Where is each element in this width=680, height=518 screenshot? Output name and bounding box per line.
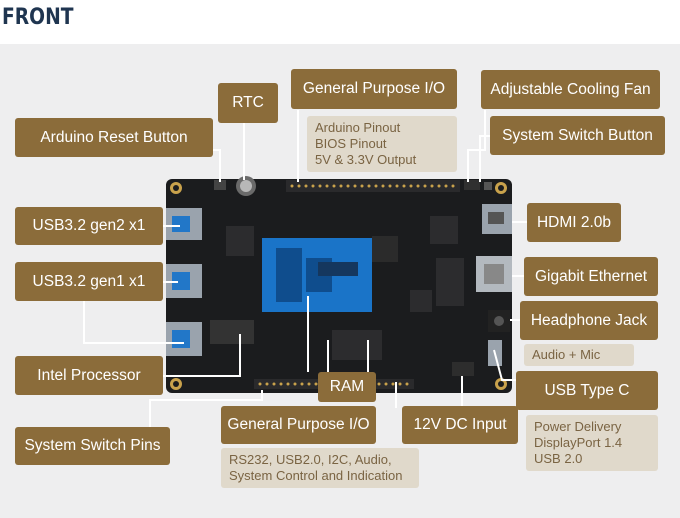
label-gigabit-ethernet: Gigabit Ethernet: [524, 257, 658, 296]
label-arduino-reset: Arduino Reset Button: [15, 118, 213, 157]
note-gpio-bottom-line: System Control and Indication: [229, 468, 403, 483]
label-intel-processor: Intel Processor: [15, 356, 163, 395]
switch-button-leader: [479, 135, 490, 182]
label-system-switch-button: System Switch Button: [490, 116, 665, 155]
note-usb-type-c: Power Delivery DisplayPort 1.4 USB 2.0: [526, 415, 658, 471]
fan-leader: [467, 110, 486, 182]
page-title: FRONT: [2, 5, 74, 30]
label-dc-input: 12V DC Input: [402, 406, 518, 444]
label-system-switch-pins: System Switch Pins: [15, 427, 170, 465]
label-cooling-fan: Adjustable Cooling Fan: [481, 70, 660, 109]
label-usb32-gen2: USB3.2 gen2 x1: [15, 207, 163, 245]
switch-pins-leader: [149, 390, 263, 428]
label-usb32-gen1: USB3.2 gen1 x1: [15, 262, 163, 301]
header: FRONT: [0, 0, 680, 44]
label-gpio-top: General Purpose I/O: [291, 69, 457, 109]
note-gpio-top-line: BIOS Pinout: [315, 136, 387, 151]
label-usb-type-c: USB Type C: [516, 371, 658, 410]
label-rtc: RTC: [218, 83, 278, 123]
note-headphone: Audio + Mic: [524, 344, 634, 366]
usb-c-leader: [493, 349, 516, 381]
label-hdmi: HDMI 2.0b: [527, 203, 621, 242]
note-gpio-bottom: RS232, USB2.0, I2C, Audio, System Contro…: [221, 448, 419, 488]
label-gpio-bottom: General Purpose I/O: [221, 406, 376, 444]
note-gpio-top: Arduino Pinout BIOS Pinout 5V & 3.3V Out…: [307, 116, 457, 172]
note-usb-type-c-line: Power Delivery: [534, 419, 622, 434]
usb-gen1-leader-2: [83, 300, 184, 344]
label-ram: RAM: [318, 372, 376, 402]
cpu-leader: [162, 334, 241, 377]
note-usb-type-c-line: USB 2.0: [534, 451, 583, 466]
top-gpio-header: [286, 180, 460, 192]
note-gpio-bottom-line: RS232, USB2.0, I2C, Audio,: [229, 452, 392, 467]
note-gpio-top-line: Arduino Pinout: [315, 120, 401, 135]
label-headphone-jack: Headphone Jack: [520, 301, 658, 340]
note-usb-type-c-line: DisplayPort 1.4: [534, 435, 623, 450]
note-headphone-line: Audio + Mic: [532, 347, 601, 362]
note-gpio-top-line: 5V & 3.3V Output: [315, 152, 417, 167]
